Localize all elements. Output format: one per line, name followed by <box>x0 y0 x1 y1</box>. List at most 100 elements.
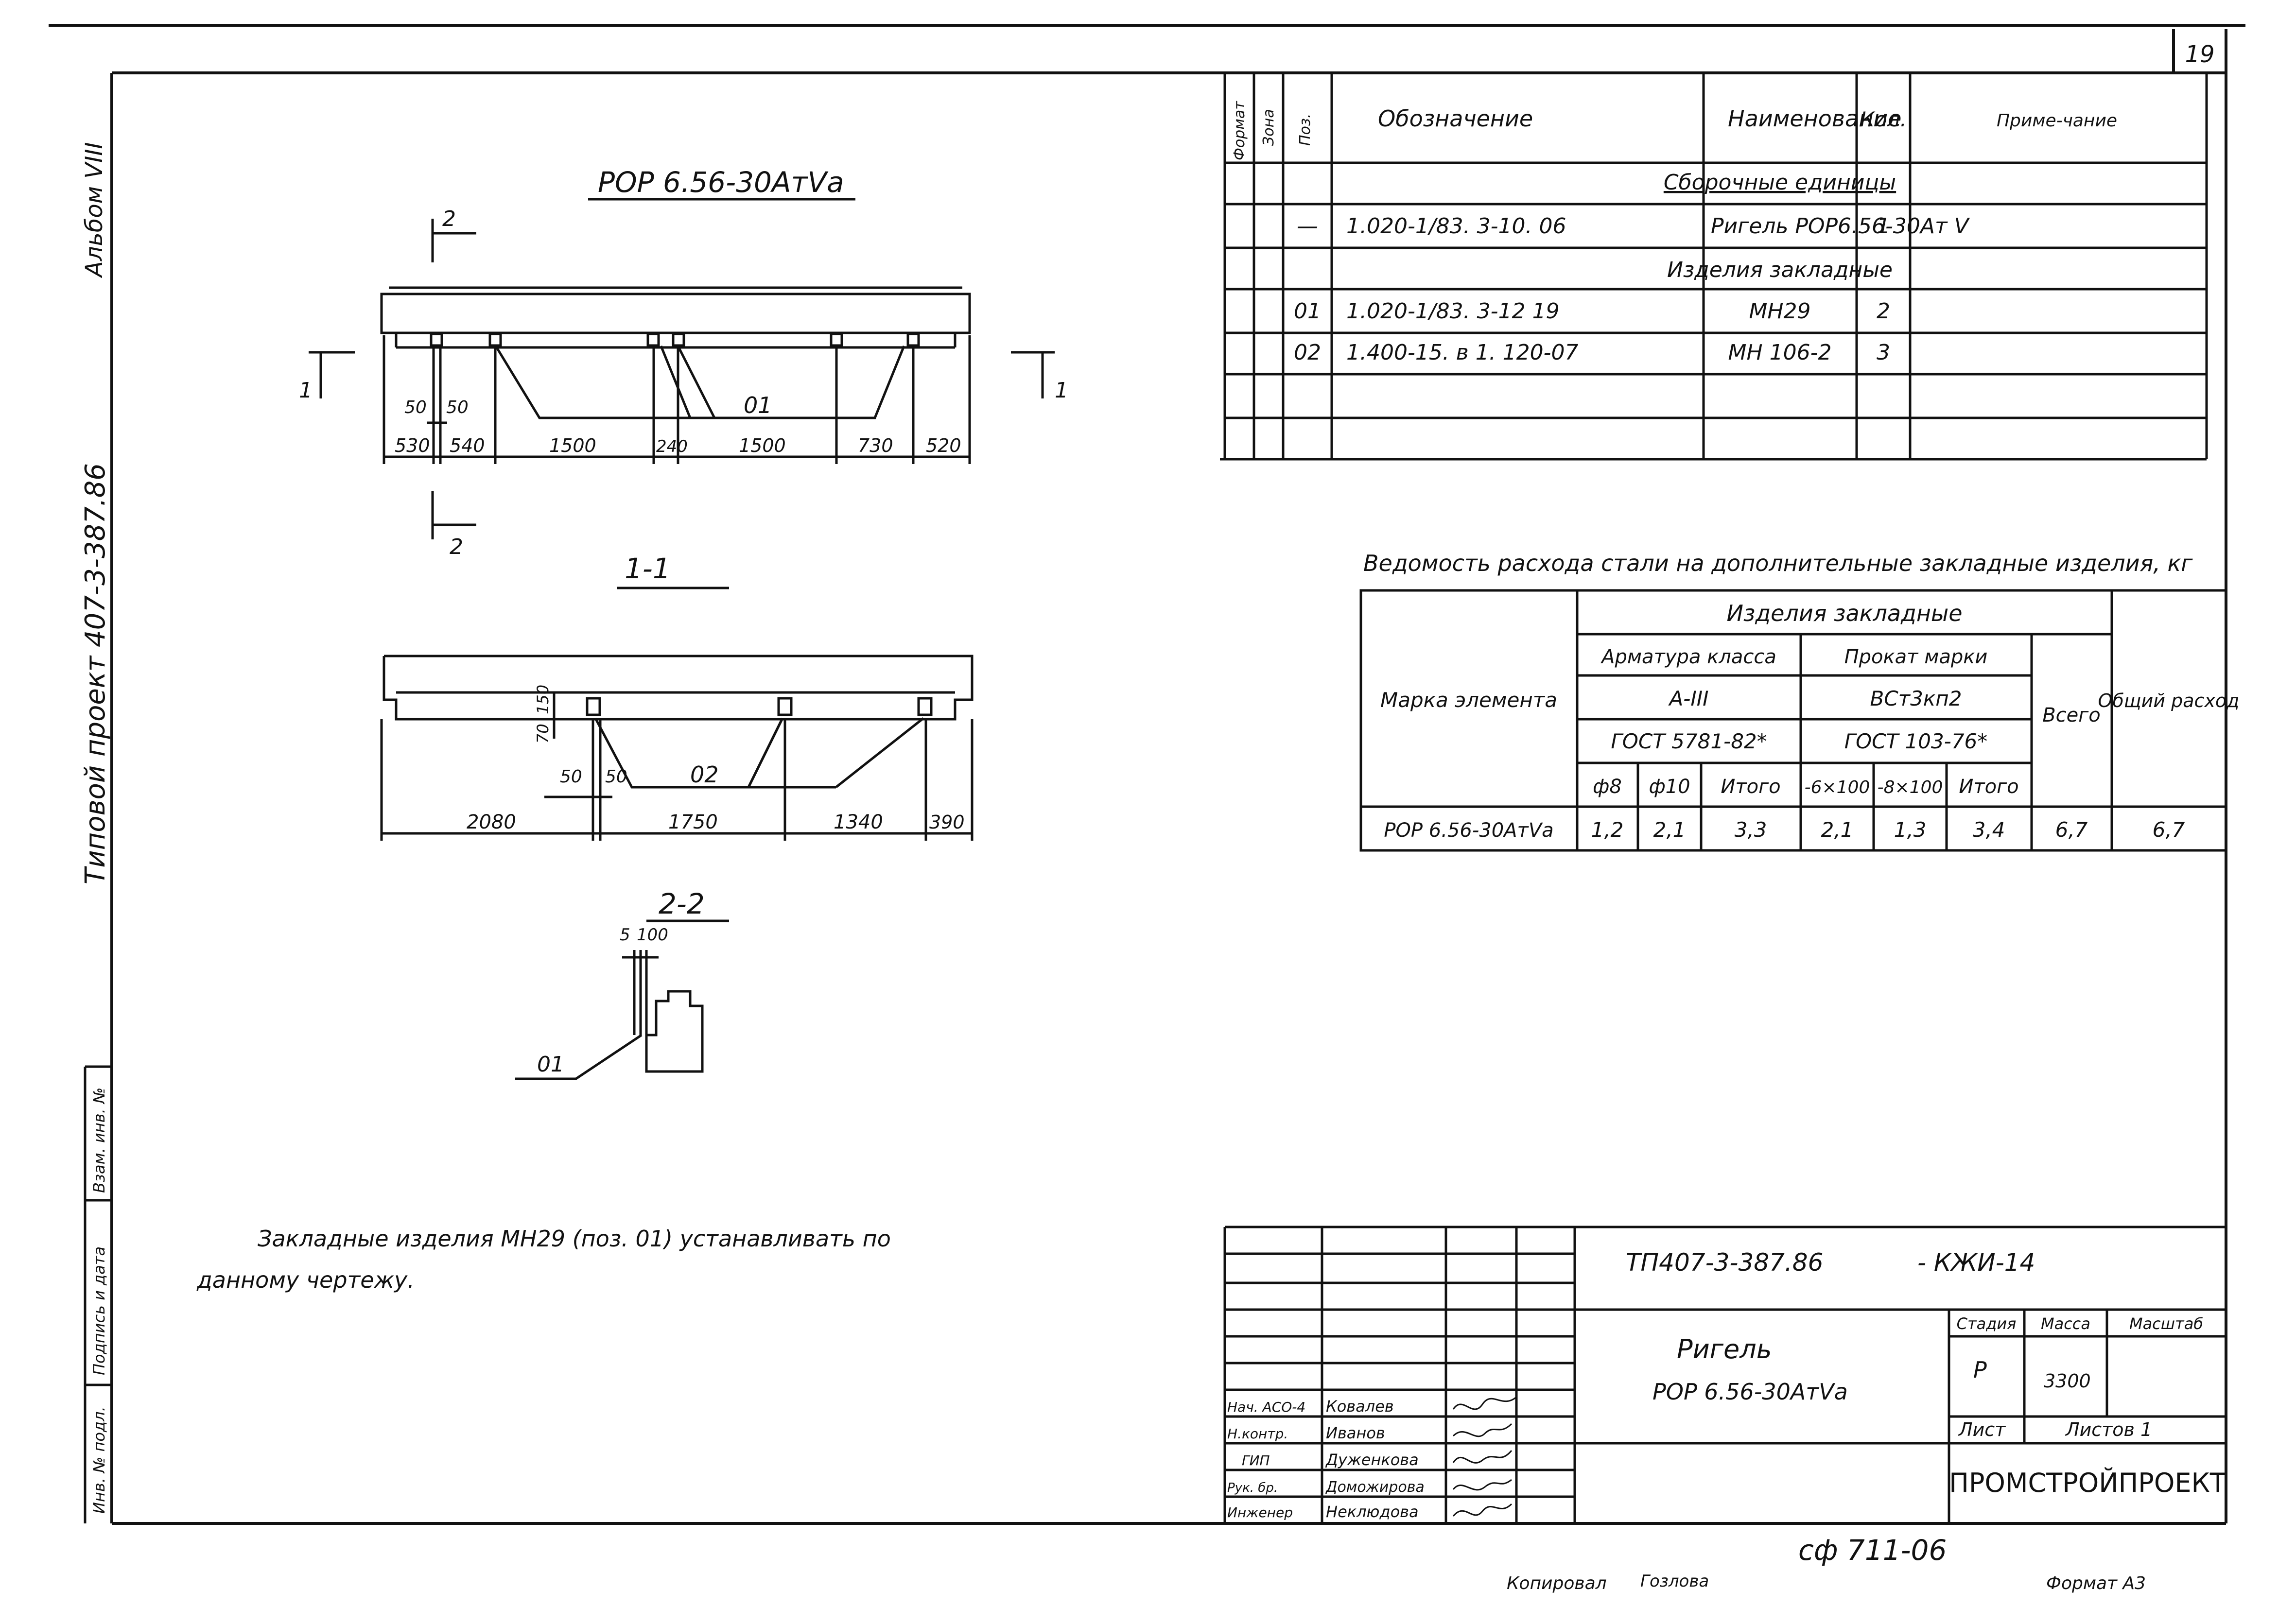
spec-h-zone: Зона <box>1260 109 1277 146</box>
signer-4-role: Рук. бр. <box>1227 1481 1278 1495</box>
spec-row-4-designation: 1.020-1/83. 3-12 19 <box>1346 299 1559 324</box>
steel-h-rebar: Арматура класса <box>1600 646 1776 668</box>
sheet-frame <box>49 24 2245 1525</box>
note-line-1: Закладные изделия МН29 (поз. 01) устанав… <box>258 1226 891 1252</box>
sec1-dim-390: 390 <box>929 812 965 833</box>
spec-row-1-name: Сборочные единицы <box>1664 170 1896 195</box>
steel-col-6x100: -6×100 <box>1805 778 1870 797</box>
steel-h-rebar-gost: ГОСТ 5781-82* <box>1611 729 1767 753</box>
steel-row-8x100: 1,3 <box>1894 818 1927 842</box>
spec-row-3-name: Изделия закладные <box>1667 258 1893 282</box>
section-2-title: 2-2 <box>659 887 705 920</box>
main-dim-240: 240 <box>656 437 688 456</box>
steel-h-rebar-class: А-III <box>1668 687 1708 710</box>
spec-row-4-qty: 2 <box>1877 299 1890 324</box>
sec2-pos-01: 01 <box>537 1052 564 1077</box>
album-label: Альбом VIII <box>81 142 108 278</box>
steel-col-f10: ф10 <box>1649 776 1690 798</box>
sec1-dim-50-a: 50 <box>560 767 582 787</box>
h-sheet: Лист <box>1958 1419 2006 1440</box>
sec1-dim-2080: 2080 <box>467 811 516 833</box>
sec2-dim-100: 100 <box>637 925 668 945</box>
signature-scribbles <box>1452 1396 1517 1517</box>
steel-h-rolled: Прокат марки <box>1844 646 1988 668</box>
spec-row-2-name: Ригель РОР6.56-30Ат V <box>1711 214 1970 239</box>
signer-5-role: Инженер <box>1227 1504 1293 1521</box>
archive-code: сф 711-06 <box>1798 1534 1947 1567</box>
spec-table-text: Формат Зона Поз. Обозначение Наименовани… <box>1231 101 2117 365</box>
spec-h-format: Формат <box>1231 101 1248 160</box>
main-view-title: РОР 6.56-30АтVа <box>598 166 844 199</box>
spec-h-pos: Поз. <box>1297 114 1314 146</box>
stage-value: Р <box>1973 1357 1987 1383</box>
sec1-dim-50-b: 50 <box>605 767 627 787</box>
section-1-labels: 02 150 70 50 50 2080 1750 1340 390 <box>467 685 965 833</box>
steel-h-mark: Марка элемента <box>1380 688 1557 712</box>
cut-1-left: 1 <box>299 378 313 403</box>
steel-row-mark: РОР 6.56-30АтVа <box>1384 819 1553 842</box>
signer-4-name: Доможирова <box>1325 1479 1425 1496</box>
steel-h-rolled-grade: ВСт3кп2 <box>1870 687 1962 710</box>
title-line-1: Ригель <box>1677 1334 1772 1365</box>
h-mass: Масса <box>2041 1314 2090 1333</box>
pos-01-label: 01 <box>744 392 772 418</box>
spec-row-2-designation: 1.020-1/83. 3-10. 06 <box>1346 214 1566 239</box>
main-dim-50-a: 50 <box>404 397 427 417</box>
section-1-title: 1-1 <box>625 552 671 585</box>
sec1-dim-1340: 1340 <box>834 811 883 833</box>
steel-col-8x100: -8×100 <box>1878 778 1943 797</box>
signer-5-name: Неклюдова <box>1326 1503 1419 1521</box>
pos-02-label: 02 <box>690 761 719 788</box>
main-dim-540: 540 <box>450 435 485 456</box>
main-dim-1500-a: 1500 <box>549 435 596 456</box>
steel-row-f10: 2,1 <box>1653 818 1686 842</box>
spec-row-2-qty: 1 <box>1877 214 1890 239</box>
steel-table-title: Ведомость расхода стали на дополнительны… <box>1363 550 2193 576</box>
signer-2-role: Н.контр. <box>1227 1426 1288 1442</box>
main-dim-530: 530 <box>395 435 430 456</box>
spec-h-note: Приме-чание <box>1997 111 2117 131</box>
copier-name: Гозлова <box>1640 1572 1709 1591</box>
main-dim-1500-b: 1500 <box>739 435 786 456</box>
steel-col-total-a: Итого <box>1721 776 1780 798</box>
cut-2-top: 2 <box>442 207 456 231</box>
format-label: Формат А3 <box>2046 1573 2146 1593</box>
sec1-dim-150: 150 <box>534 685 552 714</box>
spec-h-designation: Обозначение <box>1378 105 1533 132</box>
title-block-text: ТП407-3-387.86 - КЖИ-14 Ригель РОР 6.56-… <box>1227 1248 2226 1521</box>
spec-row-5-designation: 1.400-15. в 1. 120-07 <box>1346 340 1579 365</box>
spec-h-name: Наименование <box>1728 105 1901 132</box>
section-2-labels: 5 100 01 <box>537 925 668 1077</box>
spec-row-5-pos: 02 <box>1294 340 1321 365</box>
spec-row-2-pos: — <box>1297 214 1318 239</box>
steel-row-overall: 6,7 <box>2153 818 2185 842</box>
binding-replace: Взам. инв. № <box>90 1088 108 1193</box>
binding-signature: Подпись и дата <box>90 1246 108 1375</box>
main-dim-520: 520 <box>926 435 961 456</box>
steel-h-total: Всего <box>2042 704 2101 726</box>
spec-row-4-name: МН29 <box>1749 299 1810 324</box>
steel-row-6x100: 2,1 <box>1821 818 1854 842</box>
project-label: Типовой проект 407-3-387.86 <box>80 463 111 884</box>
signer-3-name: Дуженкова <box>1325 1451 1419 1469</box>
sec1-dim-1750: 1750 <box>668 811 718 833</box>
steel-h-overall: Общий расход <box>2098 690 2240 711</box>
spec-row-4-pos: 01 <box>1294 299 1321 324</box>
steel-col-total-b: Итого <box>1959 776 2018 798</box>
note-line-2: данному чертежу. <box>196 1267 415 1293</box>
section-1-beam <box>380 655 974 841</box>
binding-inv-no: Инв. № подл. <box>90 1406 108 1514</box>
mass-value: 3300 <box>2044 1370 2091 1392</box>
binding-strip <box>84 1065 112 1523</box>
steel-h-rolled-gost: ГОСТ 103-76* <box>1844 729 1988 753</box>
h-sheets: Листов 1 <box>2065 1419 2152 1440</box>
spec-h-qty: Кол. <box>1860 107 1907 131</box>
main-view-beam <box>309 219 1055 539</box>
main-view-labels: 1 1 2 2 01 50 50 530 540 1500 240 1500 7… <box>299 207 1068 559</box>
page-number: 19 <box>2185 41 2214 68</box>
doc-code: ТП407-3-387.86 <box>1626 1248 1823 1277</box>
spec-table-grid <box>1220 73 2208 461</box>
main-dim-50-b: 50 <box>446 397 469 417</box>
sec2-dim-5: 5 <box>620 925 630 945</box>
sec1-dim-70: 70 <box>534 724 552 743</box>
